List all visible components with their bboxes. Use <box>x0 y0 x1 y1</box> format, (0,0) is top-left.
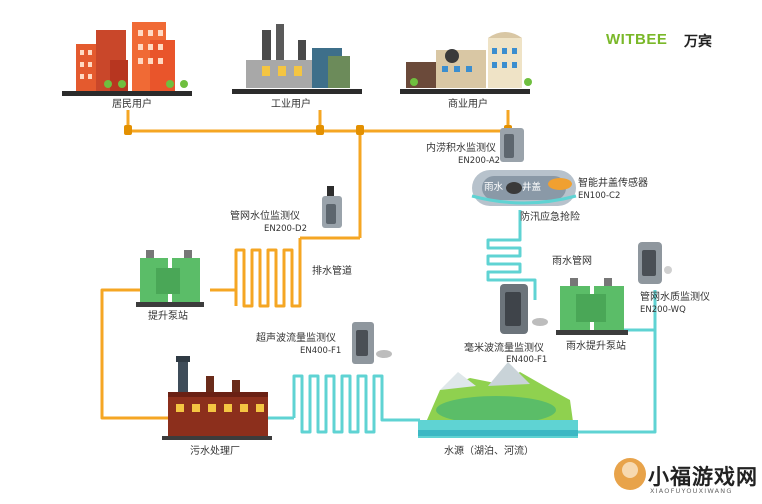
ultrasonic-flow-name: 超声波流量监测仪 <box>256 333 336 344</box>
quality-monitor-model: EN200-WQ <box>640 305 686 315</box>
manhole-sensor-name: 智能井盖传感器 <box>578 178 648 189</box>
sewage-plant-illustration <box>162 356 272 440</box>
sewage-plant-label: 污水处理厂 <box>190 446 240 457</box>
water-source-label: 水源（湖泊、河流） <box>444 446 534 457</box>
ultrasonic-flow-illustration <box>352 322 392 364</box>
mmwave-flow-illustration <box>500 284 548 334</box>
mmwave-flow-model: EN400-F1 <box>506 355 548 365</box>
water-source-illustration <box>418 362 578 438</box>
watermark-mascot-icon <box>614 458 646 490</box>
mmwave-flow-name: 毫米波流量监测仪 <box>464 343 544 354</box>
level-monitor-model: EN200-D2 <box>264 224 307 234</box>
quality-monitor-name: 管网水质监测仪 <box>640 292 710 303</box>
residential-illustration <box>62 22 192 96</box>
rain-pump-illustration <box>556 278 628 335</box>
lift-pump-illustration <box>136 250 204 307</box>
rain-pipe-label: 雨水管网 <box>552 256 592 267</box>
commercial-label: 商业用户 <box>448 99 488 110</box>
brand-name-cn: 万宾 <box>684 34 712 50</box>
quality-monitor-illustration <box>638 242 672 284</box>
road-label-right: 井盖 <box>522 182 542 193</box>
rain-pipeline <box>268 210 657 434</box>
level-monitor-illustration <box>322 186 342 228</box>
industrial-label: 工业用户 <box>271 99 311 110</box>
ultrasonic-flow-model: EN400-F1 <box>300 346 342 356</box>
waterlogging-monitor-model: EN200-A2 <box>458 156 501 166</box>
manhole-sensor-model: EN100-C2 <box>578 191 621 201</box>
watermark-subtext: XIAOFUYOUXIWANG <box>650 487 733 495</box>
industrial-illustration <box>232 24 362 94</box>
residential-label: 居民用户 <box>112 99 152 110</box>
level-monitor-name: 管网水位监测仪 <box>230 211 300 222</box>
brand-logo: WITBEE <box>606 31 668 48</box>
waterlogging-monitor-illustration <box>500 128 524 162</box>
road-label-left: 雨水 <box>484 182 504 193</box>
flood-rescue-label: 防汛应急抢险 <box>520 212 580 223</box>
rain-pump-label: 雨水提升泵站 <box>566 341 626 352</box>
commercial-illustration <box>400 32 532 94</box>
lift-pump-label: 提升泵站 <box>148 311 188 322</box>
road-illustration <box>471 170 577 206</box>
drain-pipe-label: 排水管道 <box>312 266 352 277</box>
waterlogging-monitor-name: 内涝积水监测仪 <box>426 143 496 154</box>
watermark-text: 小福游戏网 <box>648 465 758 489</box>
